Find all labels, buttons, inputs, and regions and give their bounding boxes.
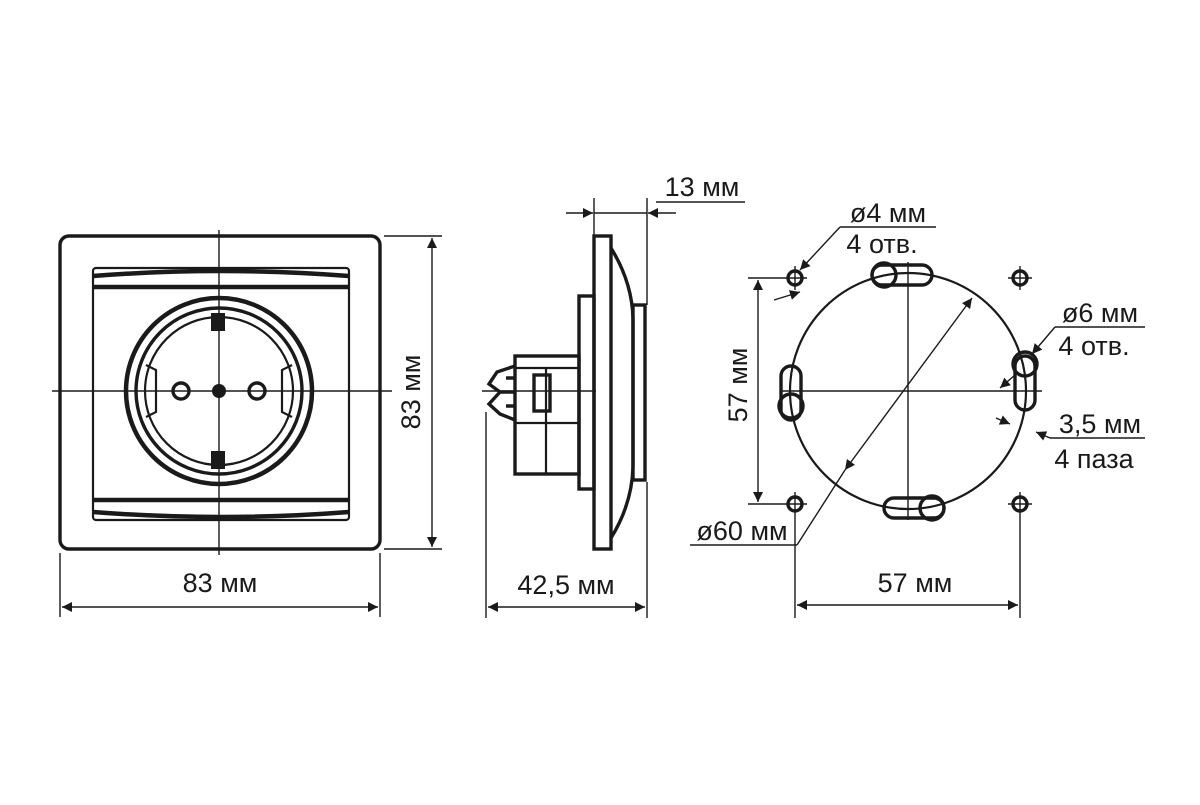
mount-h-spacing-label: 57 мм [878, 568, 953, 598]
slots-size-label: 3,5 мм [1059, 409, 1141, 439]
small-hole-cross-tr [1008, 266, 1032, 290]
ground-clip-bottom [211, 451, 225, 469]
frame-inner-plate [91, 266, 351, 522]
large-holes-count-label: 4 отв. [1058, 331, 1129, 361]
side-cover-rim [631, 303, 647, 482]
mount-diameter-leader [796, 469, 846, 546]
side-mounting-base [577, 294, 596, 491]
front-width-label: 83 мм [183, 568, 258, 598]
side-cover-profile [609, 247, 635, 539]
small-holes-size-label: ø4 мм [850, 198, 926, 228]
frame-outer [58, 234, 382, 551]
frame-bottom-band [92, 497, 350, 520]
small-holes-count-label: 4 отв. [846, 229, 917, 259]
keyhole-slot-bottom [882, 494, 946, 522]
ground-clip-top [211, 313, 225, 331]
small-hole-cross-bl [783, 492, 807, 516]
large-holes-size-label: ø6 мм [1062, 298, 1138, 328]
side-view: 13 мм 42,5 мм [482, 172, 745, 618]
slots-count-label: 4 паза [1054, 444, 1134, 474]
side-protrusion-label: 13 мм [665, 172, 740, 202]
keyhole-slot-top [870, 261, 934, 289]
small-holes-leader [799, 226, 841, 271]
keyhole-slot-left [777, 364, 805, 422]
mount-v-spacing-label: 57 мм [723, 348, 753, 423]
side-terminal-block [532, 373, 552, 413]
front-height-label: 83 мм [396, 355, 426, 430]
side-terminal-claws [486, 364, 516, 422]
frame-top-band [92, 268, 350, 290]
small-holes-leader-2 [773, 290, 801, 301]
side-depth-label: 42,5 мм [517, 570, 614, 600]
mount-diameter-line [844, 297, 973, 471]
large-holes-leader [1031, 326, 1056, 355]
mount-diameter-label: ø60 мм [696, 516, 787, 546]
mount-view: ø60 мм 57 мм 57 мм ø4 мм 4 отв. ø6 мм 4 … [690, 198, 1145, 618]
slots-leader-2 [995, 415, 1011, 425]
small-hole-cross-tl [783, 266, 807, 290]
side-plate [592, 234, 613, 551]
large-holes-leader-2 [999, 374, 1016, 389]
keyhole-slot-right [1011, 350, 1039, 412]
front-view: 83 мм 83 мм [52, 230, 442, 617]
slots-leader-1 [1035, 431, 1051, 441]
small-hole-cross-br [1008, 492, 1032, 516]
